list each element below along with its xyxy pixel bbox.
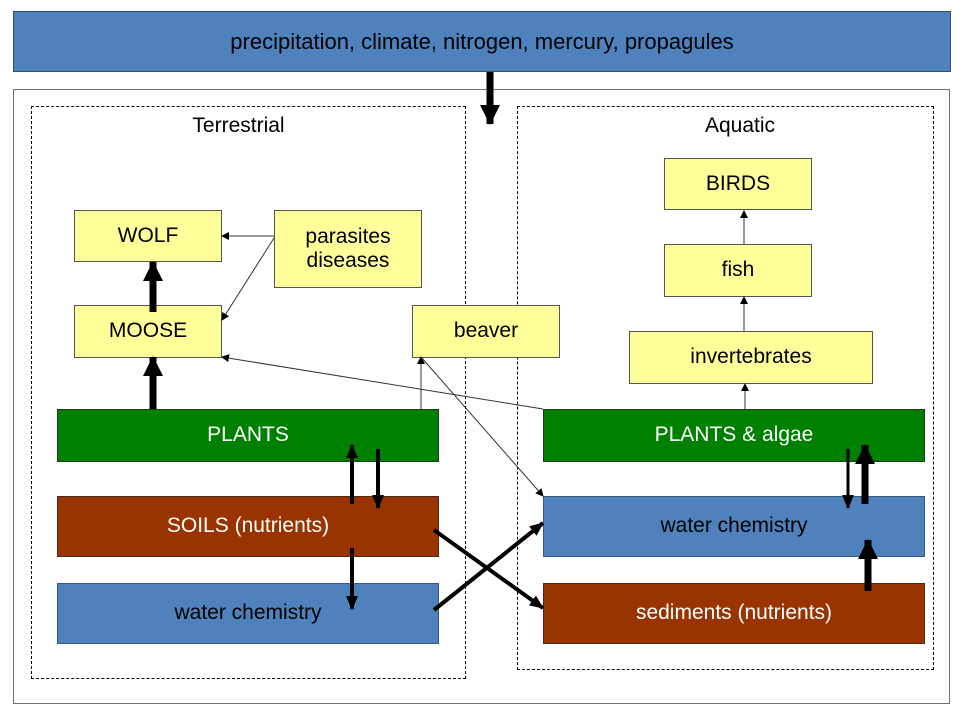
beaver-label: beaver [453,319,519,343]
sediments-label: sediments (nutrients) [635,601,833,625]
soils-node: SOILS (nutrients) [57,496,439,557]
aquatic-water-chemistry-label: water chemistry [660,514,808,538]
wolf-node: WOLF [74,210,222,262]
aquatic-water-chemistry-node: water chemistry [543,496,925,557]
fish-node: fish [664,244,812,297]
wolf-label: WOLF [117,223,179,247]
terrestrial-plants-label: PLANTS [207,423,289,447]
aquatic-plants-algae-node: PLANTS & algae [543,409,925,462]
sediments-node: sediments (nutrients) [543,583,925,644]
aquatic-title: Aquatic [704,114,776,137]
birds-node: BIRDS [664,158,812,210]
birds-label: BIRDS [705,171,771,195]
terrestrial-title: Terrestrial [192,114,285,137]
parasites-label: parasites [305,224,391,248]
invertebrates-node: invertebrates [629,331,873,384]
parasites-diseases-node: parasites diseases [274,210,422,288]
moose-node: MOOSE [74,305,222,358]
moose-label: MOOSE [108,319,188,343]
terrestrial-water-chemistry-label: water chemistry [174,601,322,625]
drivers-banner: precipitation, climate, nitrogen, mercur… [13,11,951,72]
drivers-label: precipitation, climate, nitrogen, mercur… [230,28,734,54]
soils-label: SOILS (nutrients) [166,514,330,538]
fish-label: fish [721,258,755,282]
aquatic-plants-algae-label: PLANTS & algae [654,423,814,447]
terrestrial-plants-node: PLANTS [57,409,439,462]
diseases-label: diseases [306,249,390,272]
beaver-node: beaver [412,305,560,358]
invertebrates-label: invertebrates [690,345,812,369]
terrestrial-water-chemistry-node: water chemistry [57,583,439,644]
